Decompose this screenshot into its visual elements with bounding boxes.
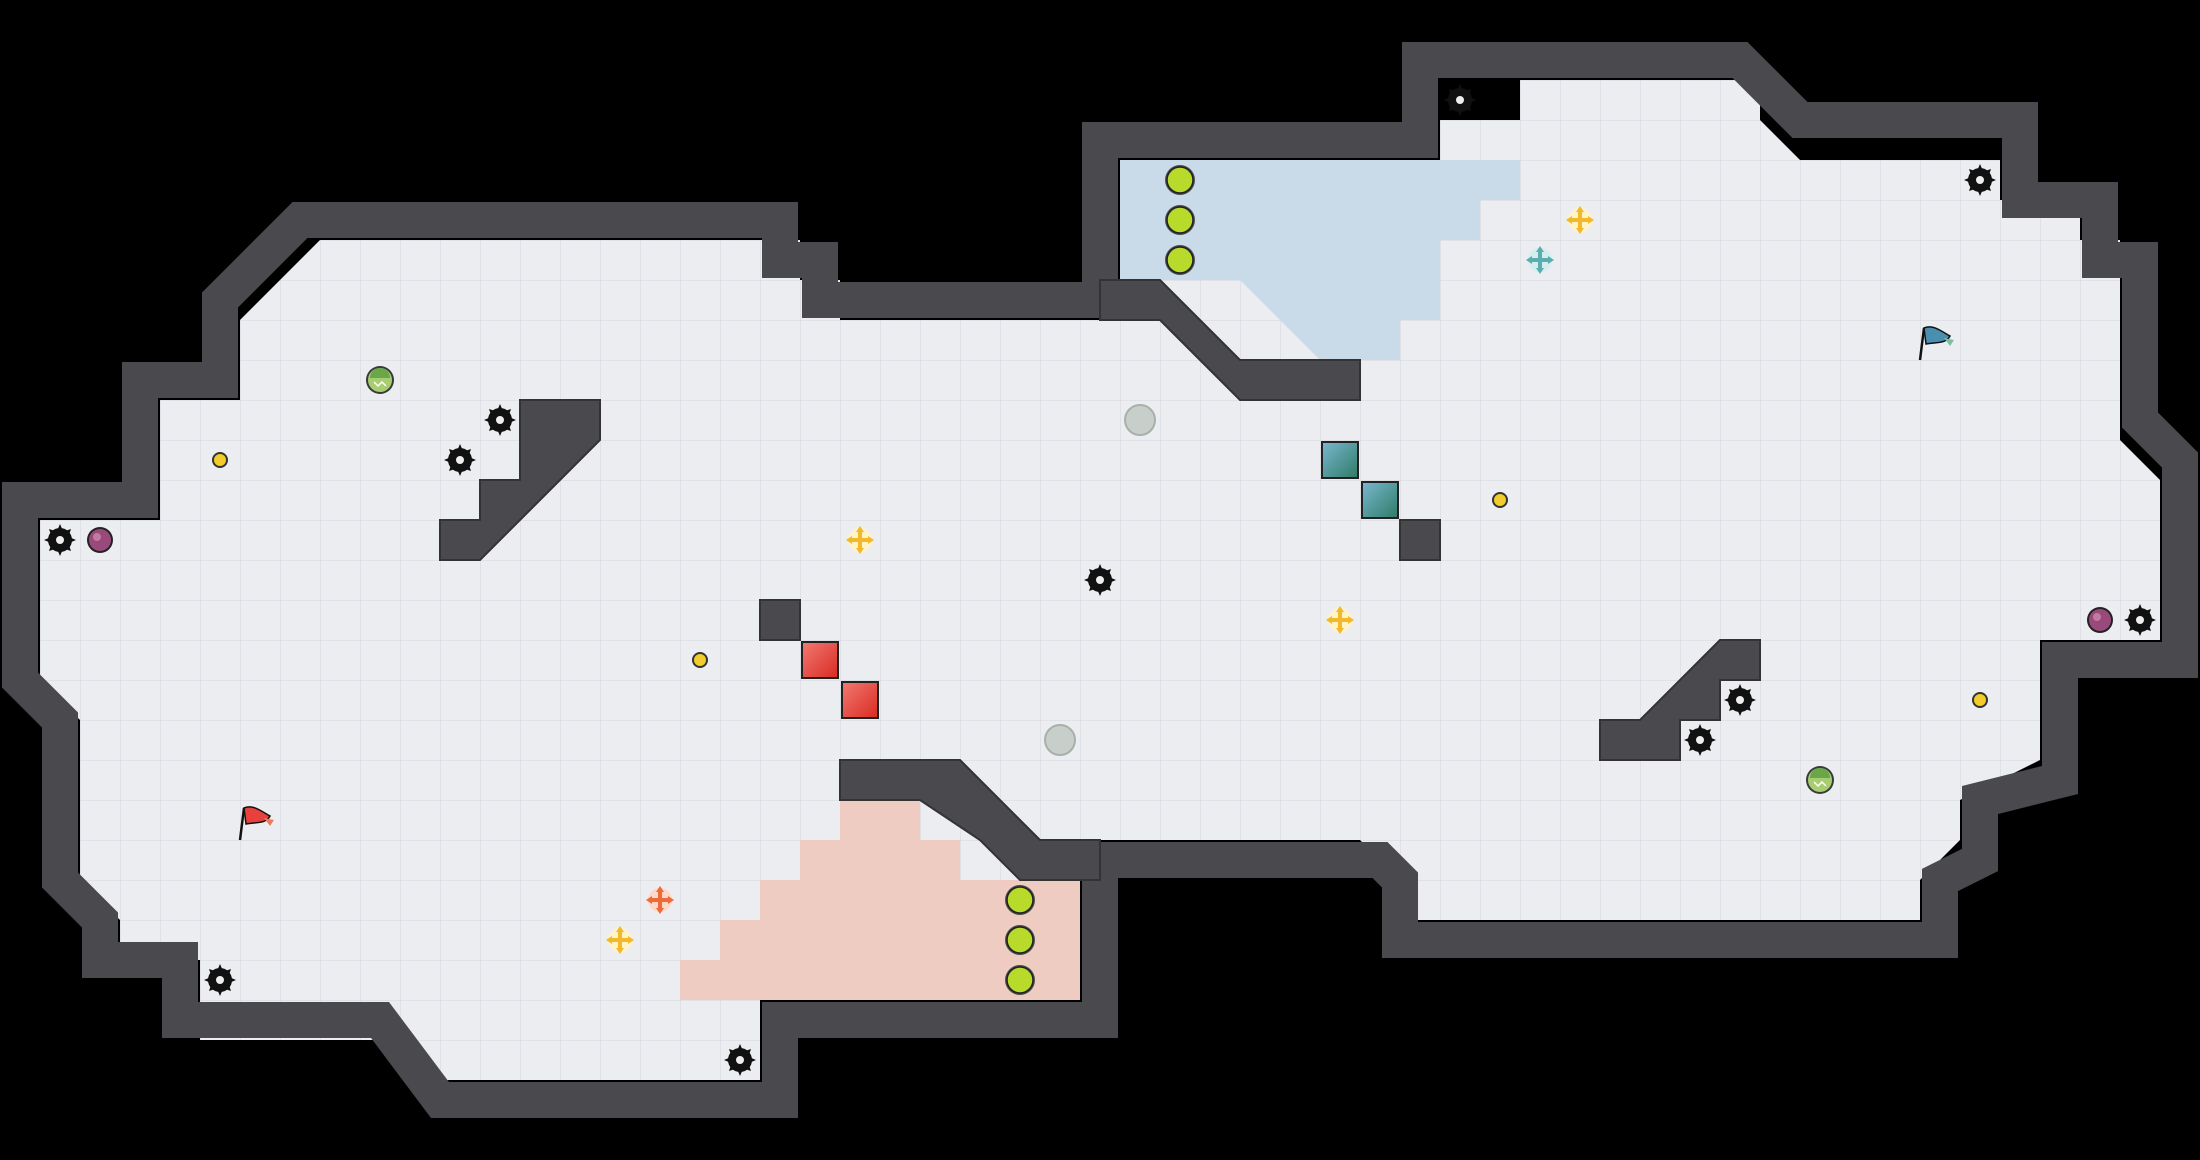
red-base-area (680, 800, 1080, 1000)
speed-pad-icon[interactable] (1004, 964, 1036, 996)
red-gate-tile[interactable] (841, 681, 879, 719)
coin-icon[interactable] (1972, 692, 1988, 708)
neutral-boost-icon[interactable] (1326, 606, 1354, 634)
blue-base-area (1120, 160, 1520, 360)
blue-base-ledge-wall (1099, 279, 1361, 401)
bomb-icon[interactable] (2087, 607, 2113, 633)
neutral-boost-icon[interactable] (1566, 206, 1594, 234)
red-base-ledge-wall (839, 759, 1101, 881)
powerup-orb-icon[interactable] (1805, 765, 1835, 795)
wall-block-center-right (1399, 519, 1441, 561)
speed-pad-icon[interactable] (1164, 164, 1196, 196)
blue-gate-tile[interactable] (1321, 441, 1359, 479)
speed-pad-icon[interactable] (1164, 204, 1196, 236)
speed-pad-icon[interactable] (1004, 884, 1036, 916)
lower-right-diagonal-wall (1599, 639, 1761, 761)
coin-icon[interactable] (692, 652, 708, 668)
speed-pad-icon[interactable] (1004, 924, 1036, 956)
blue-gate-tile[interactable] (1361, 481, 1399, 519)
spike-mine-icon (1444, 84, 1476, 116)
powerup-orb-icon[interactable] (365, 365, 395, 395)
red-boost-icon[interactable] (646, 886, 674, 914)
coin-icon[interactable] (212, 452, 228, 468)
speed-pad-icon[interactable] (1164, 244, 1196, 276)
red-flag-icon[interactable] (238, 806, 274, 841)
walls (2, 42, 2198, 1118)
neutral-boost-icon[interactable] (846, 526, 874, 554)
blue-boost-icon[interactable] (1526, 246, 1554, 274)
red-gate-tile[interactable] (801, 641, 839, 679)
gate-tiles (801, 441, 1399, 719)
wall-block-center-left (759, 599, 801, 641)
upper-left-diagonal-wall (439, 399, 601, 561)
coin-icon[interactable] (1492, 492, 1508, 508)
gate-icon[interactable] (1044, 724, 1076, 756)
flags (238, 326, 1954, 841)
blue-flag-icon[interactable] (1918, 326, 1954, 361)
gate-icon[interactable] (1124, 404, 1156, 436)
neutral-boost-icon[interactable] (606, 926, 634, 954)
bomb-icon[interactable] (87, 527, 113, 553)
team-bases (680, 160, 1520, 1000)
boosts (606, 206, 1594, 954)
outer-wall (2, 42, 2198, 1118)
